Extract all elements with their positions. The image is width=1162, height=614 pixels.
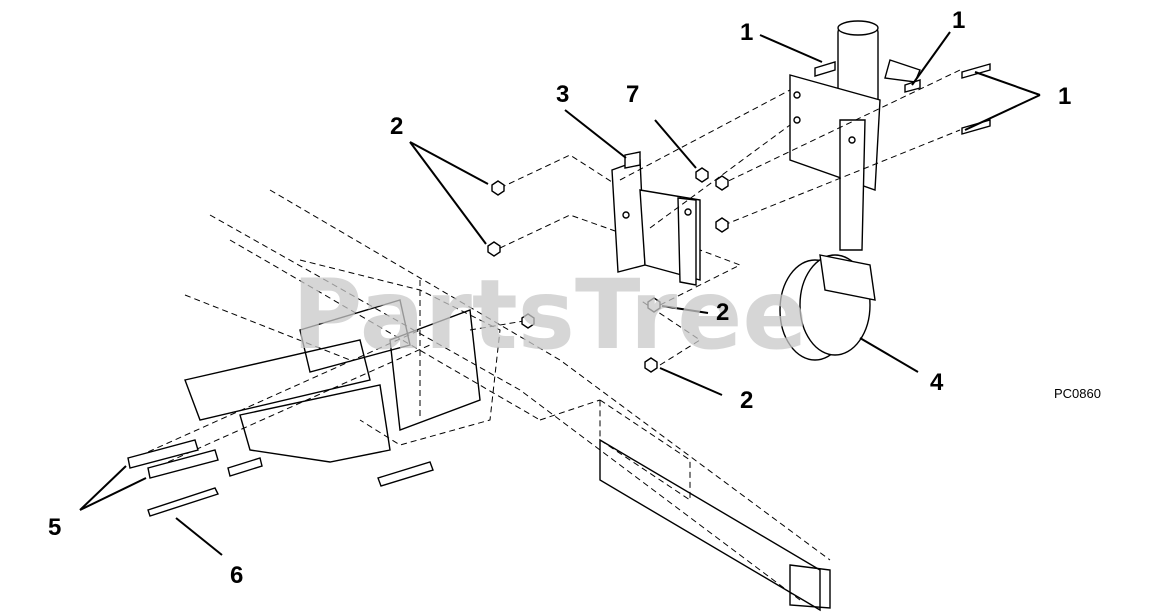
callout-1-top-right: 1 — [952, 7, 965, 34]
callout-1-right: 1 — [1058, 83, 1071, 110]
callout-2-left: 2 — [390, 113, 403, 140]
watermark: PartsTree — [292, 259, 807, 371]
axle-frame — [184, 299, 831, 612]
callout-7: 7 — [626, 81, 639, 108]
callout-6: 6 — [230, 562, 243, 589]
callout-2-middle: 2 — [716, 299, 729, 326]
callout-2-lower: 2 — [740, 387, 753, 414]
callout-1-top-left: 1 — [740, 19, 753, 46]
mounting-bracket — [611, 151, 701, 286]
callout-4: 4 — [930, 369, 944, 396]
frame-tongue — [184, 189, 831, 601]
jack-stand — [779, 20, 921, 361]
callout-3: 3 — [556, 81, 569, 108]
fasteners — [127, 61, 991, 517]
callout-5: 5 — [48, 514, 61, 541]
leader-lines — [79, 31, 1041, 556]
figure-code: PC0860 — [1054, 386, 1101, 401]
